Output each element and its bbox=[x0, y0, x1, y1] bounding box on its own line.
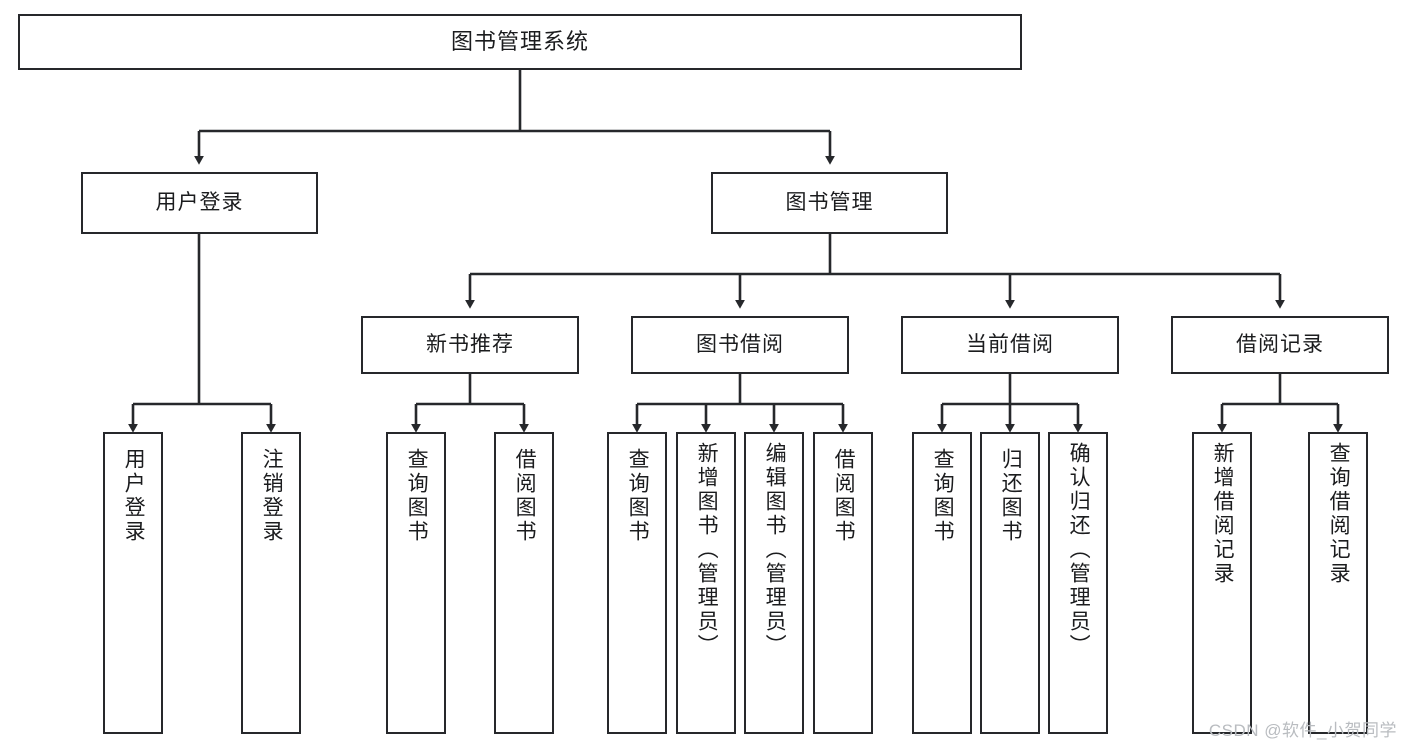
node-root-system[interactable]: 图书管理系统 bbox=[18, 14, 1022, 70]
leaf-book-borrow-edit[interactable]: 编辑图书（管理员） bbox=[744, 432, 804, 734]
leaf-current-borrow-confirm[interactable]: 确认归还（管理员） bbox=[1048, 432, 1108, 734]
leaf-label: 新增借阅记录 bbox=[1211, 442, 1235, 586]
node-label: 用户登录 bbox=[155, 190, 244, 214]
node-label: 图书管理系统 bbox=[450, 29, 589, 55]
node-label: 图书管理 bbox=[785, 190, 874, 214]
node-book-management[interactable]: 图书管理 bbox=[711, 172, 948, 234]
watermark-text: CSDN @软件_小贺同学 bbox=[1208, 721, 1397, 740]
leaf-current-borrow-query[interactable]: 查询图书 bbox=[912, 432, 972, 734]
leaf-label: 查询图书 bbox=[626, 448, 650, 544]
leaf-label: 查询图书 bbox=[931, 448, 955, 544]
leaf-label: 查询借阅记录 bbox=[1327, 442, 1351, 586]
node-borrow-record[interactable]: 借阅记录 bbox=[1171, 316, 1389, 374]
leaf-book-borrow-query[interactable]: 查询图书 bbox=[607, 432, 667, 734]
node-label: 当前借阅 bbox=[966, 332, 1054, 356]
leaf-user-login-signin[interactable]: 用户登录 bbox=[103, 432, 163, 734]
leaf-label: 注销登录 bbox=[260, 448, 284, 544]
leaf-current-borrow-return[interactable]: 归还图书 bbox=[980, 432, 1040, 734]
leaf-new-book-borrow[interactable]: 借阅图书 bbox=[494, 432, 554, 734]
leaf-book-borrow-lend[interactable]: 借阅图书 bbox=[813, 432, 873, 734]
leaf-new-book-query[interactable]: 查询图书 bbox=[386, 432, 446, 734]
leaf-label: 归还图书 bbox=[999, 448, 1023, 544]
leaf-user-login-signout[interactable]: 注销登录 bbox=[241, 432, 301, 734]
node-label: 借阅记录 bbox=[1236, 332, 1324, 356]
leaf-borrow-record-add[interactable]: 新增借阅记录 bbox=[1192, 432, 1252, 734]
node-new-book-recommend[interactable]: 新书推荐 bbox=[361, 316, 579, 374]
leaf-label: 用户登录 bbox=[122, 448, 146, 544]
leaf-label: 新增图书（管理员） bbox=[695, 442, 719, 658]
node-current-borrow[interactable]: 当前借阅 bbox=[901, 316, 1119, 374]
node-label: 新书推荐 bbox=[426, 332, 514, 356]
leaf-label: 确认归还（管理员） bbox=[1067, 442, 1091, 658]
leaf-borrow-record-query[interactable]: 查询借阅记录 bbox=[1308, 432, 1368, 734]
leaf-label: 借阅图书 bbox=[513, 448, 537, 544]
leaf-book-borrow-add[interactable]: 新增图书（管理员） bbox=[676, 432, 736, 734]
leaf-label: 查询图书 bbox=[405, 448, 429, 544]
leaf-label: 编辑图书（管理员） bbox=[763, 442, 787, 658]
node-label: 图书借阅 bbox=[696, 332, 784, 356]
node-user-login[interactable]: 用户登录 bbox=[81, 172, 318, 234]
leaf-label: 借阅图书 bbox=[832, 448, 856, 544]
node-book-borrow[interactable]: 图书借阅 bbox=[631, 316, 849, 374]
